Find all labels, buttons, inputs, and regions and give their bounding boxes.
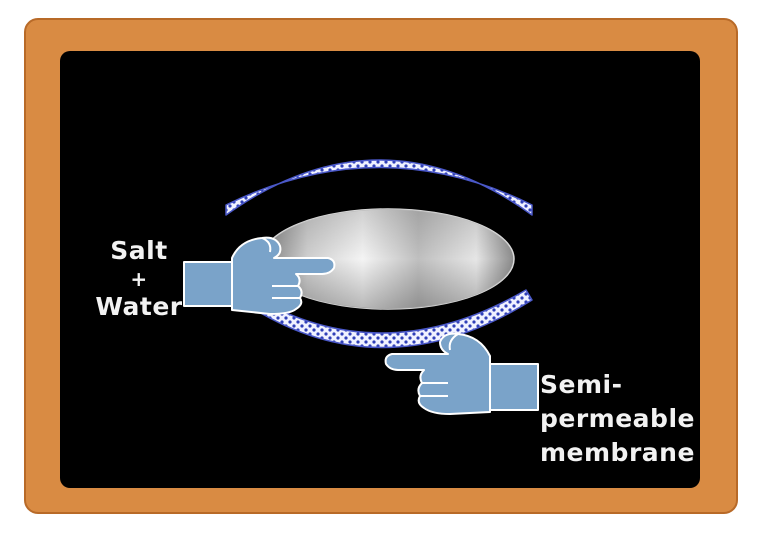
permeable-text: permeable bbox=[540, 404, 695, 433]
semipermeable-membrane-label: Semi- permeable membrane bbox=[540, 368, 695, 470]
membrane-arc-bottom bbox=[239, 289, 533, 349]
membrane-arc-top bbox=[225, 159, 533, 216]
semi-text: Semi- bbox=[540, 370, 623, 399]
pointing-hand-icon bbox=[384, 332, 539, 415]
pointing-hand-icon bbox=[183, 236, 336, 315]
plus-text: + bbox=[130, 267, 148, 291]
salt-text: Salt bbox=[110, 236, 168, 265]
water-text: Water bbox=[95, 292, 183, 321]
membrane-text: membrane bbox=[540, 438, 695, 467]
salt-water-label: Salt + Water bbox=[84, 234, 194, 324]
solution-ellipse-shade bbox=[262, 209, 514, 309]
